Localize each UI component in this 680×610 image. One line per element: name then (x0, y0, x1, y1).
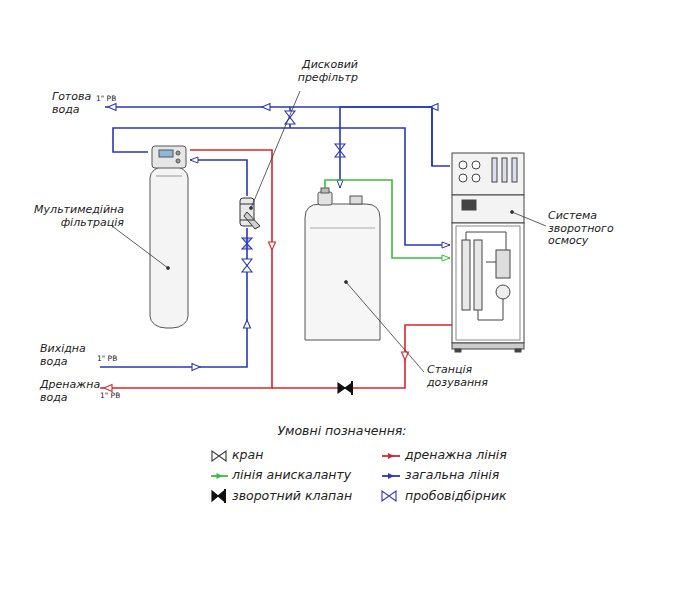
prefilter-node: Дисковий префільтр (234, 196, 260, 228)
leader-lines (112, 91, 546, 372)
sampler (242, 238, 252, 249)
legend-arrow (217, 473, 223, 479)
outlet-label: Готова вода (52, 91, 98, 116)
pipe-connector (325, 180, 450, 258)
sampler-symbol (382, 491, 396, 501)
pipe-size: 1" РВ (100, 392, 130, 401)
legend-text: загальна лінія (405, 468, 499, 482)
pipe-connector (113, 128, 450, 245)
legend-text: кран (232, 448, 263, 462)
equipment-label: Станція дозування (427, 364, 493, 389)
legend-text: лінія анискаланту (232, 468, 351, 482)
disc-prefilter (240, 198, 260, 229)
dosing-node: Станція дозування (305, 188, 381, 340)
legend-text: зворотний клапан (232, 489, 352, 503)
dosing-station (305, 188, 380, 340)
legend-text: дренажна лінія (405, 448, 507, 462)
equipment-label: Система зворотного осмосу (548, 210, 622, 248)
flow-arrows (104, 104, 438, 392)
raw-valve (242, 259, 252, 272)
drain-label: Дренажна вода (40, 379, 102, 404)
ro-cabinet (452, 153, 524, 352)
legend-text: пробовідбірник (405, 489, 507, 503)
legend-arrow (388, 473, 394, 479)
pipe-size: 1" РВ (96, 95, 126, 104)
check-valve (338, 383, 352, 393)
pipe-connector (190, 160, 247, 196)
filter-node: Мультимедійна фільтрація (148, 146, 190, 332)
inlet-label: Вихідна вода (40, 343, 96, 368)
equipment-label: Дисковий префільтр (284, 59, 358, 84)
legend-arrow (388, 453, 394, 459)
legend-heading: Умовні позначення: (262, 424, 422, 438)
bypass-valve (285, 111, 295, 124)
pipe-size: 1" РВ (97, 355, 127, 364)
valve-symbol (212, 451, 226, 461)
check-valve-symbol (212, 491, 224, 501)
multimedia-tank (150, 146, 188, 328)
pipe-connector (340, 107, 450, 188)
equipment-label: Мультимедійна фільтрація (28, 204, 124, 229)
ro-node: Система зворотного осмосу (450, 152, 526, 352)
